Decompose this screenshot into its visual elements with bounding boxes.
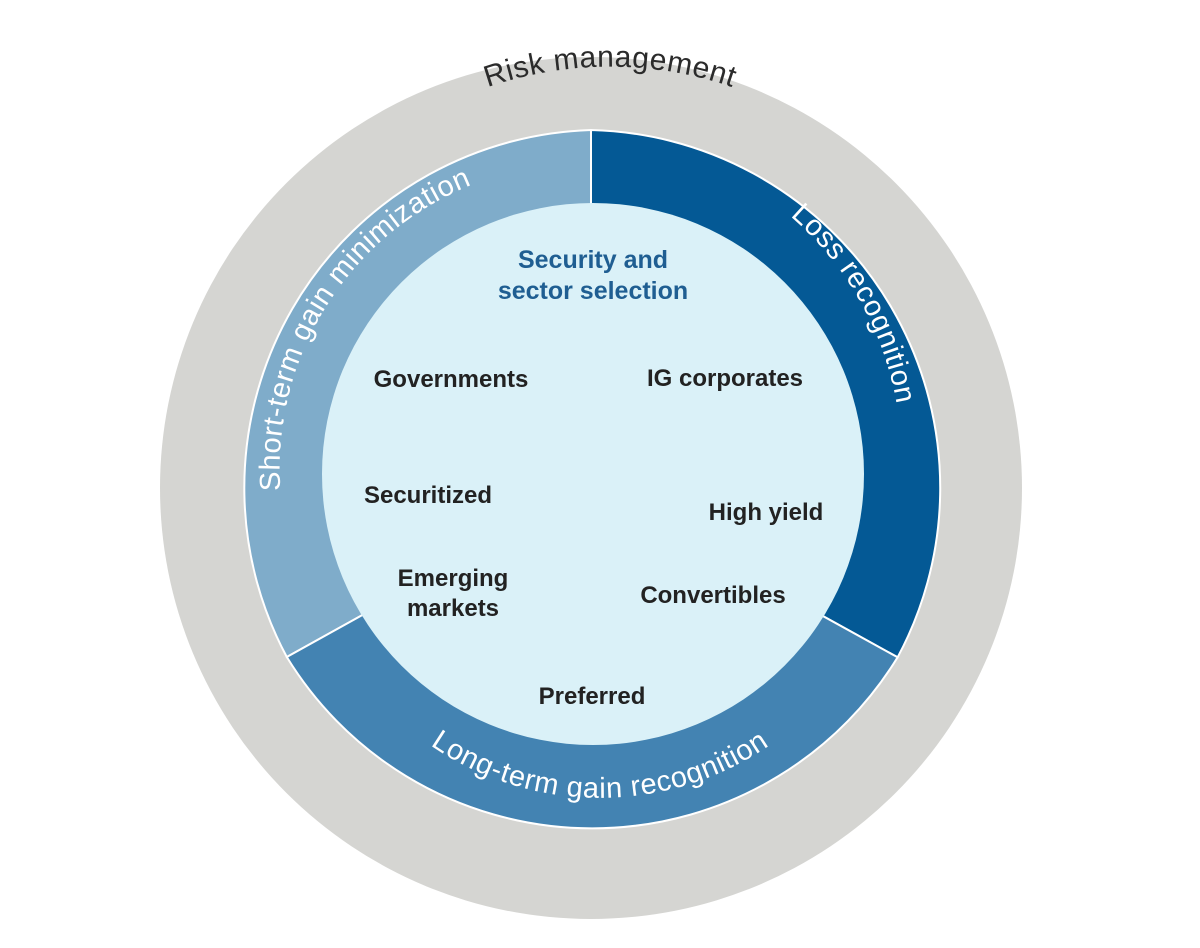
sector-governments: Governments xyxy=(374,366,529,393)
sector-ig-corporates: IG corporates xyxy=(647,365,803,392)
sector-preferred: Preferred xyxy=(539,683,646,710)
center-circle xyxy=(322,203,864,745)
center-title-line1: Security and xyxy=(518,246,668,274)
sector-convertibles: Convertibles xyxy=(640,582,785,609)
center-title-line2: sector selection xyxy=(498,277,688,305)
sector-high-yield: High yield xyxy=(709,499,824,526)
sector-securitized: Securitized xyxy=(364,482,492,509)
sector-emerging-markets-line2: markets xyxy=(407,595,499,622)
sector-emerging-markets-line1: Emerging xyxy=(398,565,509,592)
